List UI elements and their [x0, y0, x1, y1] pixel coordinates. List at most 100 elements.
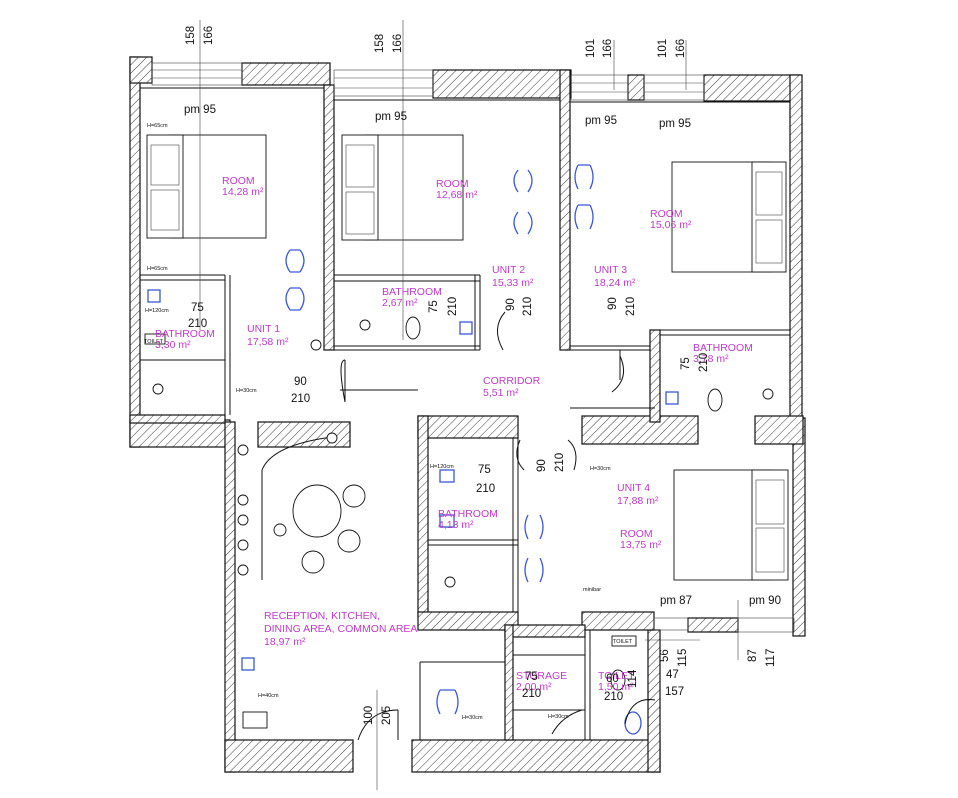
annot-h65-1: H=65cm [147, 123, 168, 129]
win4-dim-b: 166 [675, 39, 687, 58]
partitions [140, 87, 790, 740]
annot-h30-b: H=30cm [590, 466, 611, 472]
right-dim-87: 87 [747, 649, 759, 662]
door4-height: 210 [522, 297, 534, 316]
unit2-name: UNIT 2 [492, 264, 525, 276]
win1-dim-a: 158 [185, 26, 197, 45]
annot-h30-c: H=30cm [462, 715, 483, 721]
beds [146, 134, 789, 581]
bath4-area: 4,13 m² [438, 519, 474, 531]
door3-height: 210 [291, 393, 310, 405]
annot-h120: H=120cm [145, 308, 169, 314]
bath2-area: 2,67 m² [382, 297, 418, 309]
pm-label-1: pm 95 [184, 104, 216, 116]
chairs [147, 164, 679, 735]
wall-bottom-left-b [257, 421, 351, 448]
unit4-area: 17,88 m² [617, 495, 659, 507]
door8-height: 210 [554, 453, 566, 472]
dining-tables [237, 432, 366, 580]
wall-bath1-bottom [129, 414, 226, 424]
dimension-lines [199, 20, 739, 790]
right-dim-115: 115 [677, 649, 689, 667]
unit4-name: UNIT 4 [617, 482, 650, 494]
win2-dim-a: 158 [374, 34, 386, 53]
wall-unit4-left [417, 415, 429, 617]
annot-toilet-2: TOILET [613, 639, 633, 645]
wall-top-left-a [129, 56, 153, 84]
wall-top-left-b [241, 62, 331, 86]
room3-name: ROOM [650, 208, 683, 220]
annot-h30-d: H=30cm [548, 714, 569, 720]
unit2-area: 15,33 m² [492, 277, 534, 289]
door1-height: 210 [188, 318, 207, 330]
door8-width: 90 [536, 459, 548, 472]
doors [340, 311, 656, 741]
door1-width: 75 [191, 302, 204, 314]
wall-unit4-bottom [417, 611, 519, 631]
wall-left-pier [323, 84, 335, 351]
right-dimensions: 56 115 47 157 87 117 114 [627, 649, 777, 698]
wall-unit4-bottom-b [581, 611, 655, 631]
door11-height: 205 [381, 706, 393, 725]
right-dim-56: 56 [659, 649, 671, 662]
door7-height: 210 [476, 483, 495, 495]
toilet-name: TOILET [598, 670, 635, 682]
door3-width: 90 [294, 376, 307, 388]
room1-name: ROOM [222, 175, 255, 187]
pm-label-3: pm 95 [585, 115, 617, 127]
bed-unit2 [341, 134, 464, 241]
door5-height: 210 [698, 353, 710, 372]
bath1-name: BATHROOM [155, 328, 215, 340]
unit3-name: UNIT 3 [594, 264, 627, 276]
bed-unit1 [146, 134, 267, 239]
pm-labels: pm 95 pm 95 pm 95 pm 95 pm 87 pm 90 [184, 104, 781, 607]
window-dimensions: 158 166 158 166 101 166 101 166 [185, 26, 687, 58]
right-dim-157: 157 [665, 686, 684, 698]
annot-h40: H=40cm [258, 693, 279, 699]
wall-storage-left [504, 624, 514, 741]
wall-bottom-b [411, 739, 661, 773]
toilet-area: 1,50 m² [598, 681, 634, 693]
bed-unit4 [673, 469, 789, 581]
pm-label-6: pm 90 [749, 595, 781, 607]
unit1-area: 17,58 m² [247, 336, 289, 348]
fixtures [144, 316, 774, 729]
door10-height: 210 [604, 691, 623, 703]
common-area: 18,97 m² [264, 636, 306, 648]
room4-name: ROOM [620, 528, 653, 540]
door-dimensions: 75 210 75 210 90 210 90 210 75 210 90 21… [188, 297, 710, 725]
wall-bottom [224, 739, 354, 773]
door2-width: 75 [428, 300, 440, 313]
storage-name: STORAGE [516, 670, 567, 682]
unit3-area: 18,24 m² [594, 277, 636, 289]
wall-left-outer [129, 56, 141, 448]
storage-area: 2,00 m² [516, 681, 552, 693]
wall-right-outer [789, 74, 803, 421]
corridor-name: CORRIDOR [483, 375, 541, 387]
wall-top-mid-a [432, 69, 572, 99]
win2-dim-b: 166 [392, 34, 404, 53]
room3-area: 15,06 m² [650, 219, 692, 231]
door7-width: 75 [478, 464, 491, 476]
corridor-area: 5,51 m² [483, 387, 519, 399]
win3-dim-a: 101 [585, 39, 597, 58]
wall-top-right-b [703, 74, 801, 102]
door6-height: 210 [625, 297, 637, 316]
door2-height: 210 [447, 297, 459, 316]
bath2-name: BATHROOM [382, 286, 442, 298]
door6-width: 90 [607, 297, 619, 310]
annot-toilet-1: TOILET [144, 339, 164, 345]
wall-lower-left [224, 421, 236, 773]
bed-unit3 [671, 161, 787, 273]
room1-area: 14,28 m² [222, 186, 264, 198]
wall-unit4-top [417, 415, 519, 439]
door9-width: 75 [525, 671, 538, 683]
door9-height: 210 [522, 688, 541, 700]
win1-dim-b: 166 [203, 26, 215, 45]
bath4-name: BATHROOM [438, 508, 498, 520]
room-labels: ROOM 14,28 m² ROOM 12,68 m² ROOM 15,06 m… [155, 175, 753, 693]
right-dim-117: 117 [765, 649, 777, 667]
win3-dim-b: 166 [602, 39, 614, 58]
room4-area: 13,75 m² [620, 539, 662, 551]
